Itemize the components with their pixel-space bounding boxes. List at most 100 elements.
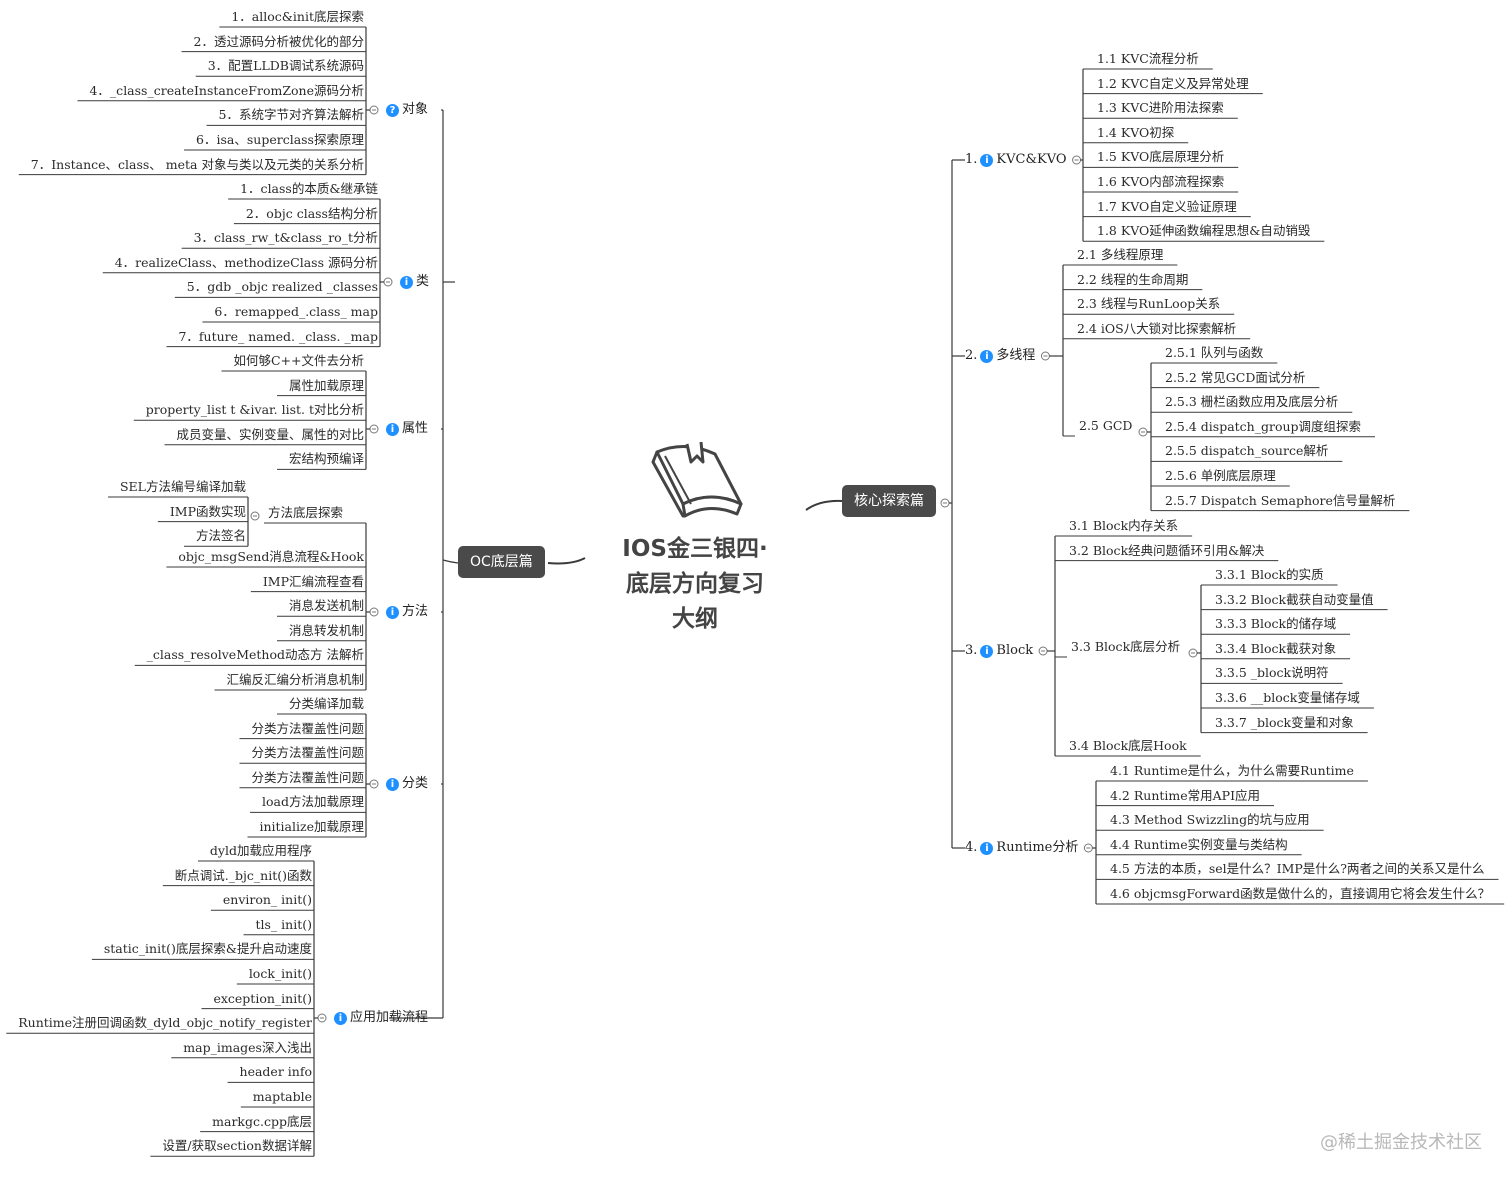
left-leaf-1-6[interactable]: 7．future_ named. _class. _map — [178, 328, 378, 344]
left-leaf-0-4[interactable]: 5．系统字节对齐算法解析 — [218, 107, 364, 123]
left-leaf-0-6[interactable]: 7．Instance、class、 meta 对象与类以及元类的关系分析 — [30, 156, 364, 172]
hub-label: 分类 — [402, 776, 429, 791]
right-sub-leaf-1-0[interactable]: 2.5.1 队列与函数 — [1165, 345, 1264, 360]
left-leaf-5-4[interactable]: static_init()底层探索&提升启动速度 — [103, 941, 312, 957]
right-sub-leaf-2-3[interactable]: 3.3.4 Block截获对象 — [1215, 640, 1337, 656]
left-leaf-1-5[interactable]: 6．remapped_.class_ map — [214, 304, 378, 319]
left-leaf-3-2[interactable]: 消息发送机制 — [288, 598, 364, 614]
left-leaf-2-1[interactable]: 属性加载原理 — [288, 377, 364, 393]
right-leaf-3-1[interactable]: 4.2 Runtime常用API应用 — [1110, 787, 1261, 803]
left-leaf-1-1[interactable]: 2．objc class结构分析 — [245, 205, 378, 221]
right-leaf-2-1[interactable]: 3.2 Block经典问题循环引用&解决 — [1069, 542, 1265, 558]
left-leaf-1-0[interactable]: 1．class的本质&继承链 — [240, 181, 378, 196]
left-leaf-0-0[interactable]: 1．alloc&init底层探索 — [231, 9, 364, 24]
left-leaf-2-3[interactable]: 成员变量、实例变量、属性的对比 — [176, 426, 364, 442]
left-leaf-5-3[interactable]: tls_ init() — [255, 916, 312, 932]
right-leaf-0-5[interactable]: 1.6 KVO内部流程探索 — [1097, 174, 1225, 189]
left-leaf-2-2[interactable]: property_list t &ivar. list. t对比分析 — [145, 402, 364, 418]
method-sub-item-1[interactable]: IMP函数实现 — [169, 503, 246, 519]
left-leaf-3-4[interactable]: _class_resolveMethod动态方 法解析 — [146, 647, 364, 663]
left-leaf-5-12[interactable]: 设置/获取section数据详解 — [162, 1138, 312, 1154]
right-leaf-0-3[interactable]: 1.4 KVO初探 — [1097, 124, 1175, 140]
right-sub-leaf-1-4[interactable]: 2.5.5 dispatch_source解析 — [1165, 443, 1329, 459]
right-leaf-3-3[interactable]: 4.4 Runtime实例变量与类结构 — [1110, 836, 1288, 852]
right-subhub-1[interactable]: 2.5 GCD — [1079, 418, 1133, 433]
left-leaf-5-7[interactable]: Runtime注册回调函数_dyld_objc_notify_register — [18, 1015, 312, 1031]
right-leaf-3-2[interactable]: 4.3 Method Swizzling的坑与应用 — [1110, 812, 1310, 828]
left-leaf-0-1[interactable]: 2．透过源码分析被优化的部分 — [193, 33, 364, 49]
method-subhub[interactable]: 方法底层探索 — [268, 505, 344, 520]
left-leaf-0-2[interactable]: 3．配置LLDB调试系统源码 — [207, 58, 364, 74]
right-leaf-1-1[interactable]: 2.2 线程的生命周期 — [1077, 271, 1189, 287]
right-leaf-1-2[interactable]: 2.3 线程与RunLoop关系 — [1077, 296, 1221, 312]
right-leaf-0-7[interactable]: 1.8 KVO延伸函数编程思想&自动销毁 — [1097, 223, 1311, 239]
left-leaf-5-2[interactable]: environ_ init() — [222, 892, 312, 908]
left-leaf-3-0[interactable]: objc_msgSend消息流程&Hook — [178, 549, 364, 564]
method-sub-item-2[interactable]: 方法签名 — [195, 528, 246, 544]
left-leaf-3-5[interactable]: 汇编反汇编分析消息机制 — [226, 672, 364, 687]
center-title-line-2: 底层方向复习 — [626, 571, 764, 597]
left-leaf-5-1[interactable]: 断点调试._bjc_nit()函数 — [174, 867, 312, 883]
right-leaf-0-2[interactable]: 1.3 KVC进阶用法探索 — [1097, 100, 1224, 116]
left-leaf-4-0[interactable]: 分类编译加载 — [288, 696, 364, 711]
left-leaf-4-3[interactable]: 分类方法覆盖性问题 — [251, 769, 364, 785]
left-leaf-5-8[interactable]: map_images深入浅出 — [183, 1039, 312, 1055]
method-sub-item-0[interactable]: SEL方法编号编译加载 — [119, 479, 246, 494]
left-leaf-4-2[interactable]: 分类方法覆盖性问题 — [251, 745, 364, 761]
right-leaf-after-2-0[interactable]: 3.4 Block底层Hook — [1069, 738, 1187, 753]
right-leaf-3-5[interactable]: 4.6 objcmsgForward函数是做什么的，直接调用它将会发生什么？ — [1110, 886, 1491, 901]
left-leaf-3-1[interactable]: IMP汇编流程查看 — [262, 573, 364, 589]
branch-oc-underlying[interactable]: OC底层篇 — [458, 546, 545, 578]
right-leaf-0-6[interactable]: 1.7 KVO自定义验证原理 — [1097, 198, 1237, 214]
right-leaf-2-0[interactable]: 3.1 Block内存关系 — [1069, 518, 1179, 533]
left-leaf-1-2[interactable]: 3．class_rw_t&class_ro_t分析 — [193, 230, 378, 246]
branch-core-exploration[interactable]: 核心探索篇 — [842, 485, 936, 517]
left-leaf-1-4[interactable]: 5．gdb _objc realized _classes — [186, 279, 378, 295]
right-leaf-3-4[interactable]: 4.5 方法的本质，sel是什么？IMP是什么?两者之间的关系又是什么 — [1110, 861, 1485, 877]
left-leaf-4-4[interactable]: load方法加载原理 — [262, 794, 364, 810]
right-sub-leaf-1-6[interactable]: 2.5.7 Dispatch Semaphore信号量解析 — [1165, 492, 1396, 508]
right-sub-leaf-1-1[interactable]: 2.5.2 常见GCD面试分析 — [1165, 369, 1306, 385]
right-leaf-0-0[interactable]: 1.1 KVC流程分析 — [1097, 51, 1199, 66]
right-leaf-0-1[interactable]: 1.2 KVC自定义及异常处理 — [1097, 75, 1249, 91]
left-leaf-4-1[interactable]: 分类方法覆盖性问题 — [251, 720, 364, 736]
right-leaf-3-0[interactable]: 4.1 Runtime是什么，为什么需要Runtime — [1110, 763, 1354, 778]
right-leaf-1-0[interactable]: 2.1 多线程原理 — [1077, 247, 1164, 262]
right-sub-leaf-2-1[interactable]: 3.3.2 Block截获自动变量值 — [1215, 591, 1374, 607]
right-sub-leaf-2-2[interactable]: 3.3.3 Block的储存域 — [1215, 616, 1337, 632]
right-sub-leaf-1-5[interactable]: 2.5.6 单例底层原理 — [1165, 468, 1276, 483]
right-sub-leaf-2-4[interactable]: 3.3.5 _block说明符 — [1215, 665, 1329, 681]
left-leaf-2-0[interactable]: 如何够C++文件去分析 — [233, 353, 364, 368]
right-sub-leaf-2-0[interactable]: 3.3.1 Block的实质 — [1215, 567, 1324, 582]
right-sub-leaf-2-5[interactable]: 3.3.6 __block变量储存域 — [1215, 690, 1360, 705]
right-sub-leaf-1-3[interactable]: 2.5.4 dispatch_group调度组探索 — [1165, 418, 1362, 434]
left-leaf-5-10[interactable]: maptable — [252, 1089, 312, 1104]
left-leaf-5-0[interactable]: dyld加载应用程序 — [209, 843, 312, 858]
left-leaf-5-11[interactable]: markgc.cpp底层 — [212, 1113, 312, 1129]
left-hub-0[interactable]: ?对象 — [386, 101, 428, 119]
right-leaf-0-4[interactable]: 1.5 KVO底层原理分析 — [1097, 149, 1225, 165]
left-leaf-1-3[interactable]: 4．realizeClass、methodizeClass 源码分析 — [114, 254, 378, 270]
right-sub-leaf-1-2[interactable]: 2.5.3 栅栏函数应用及底层分析 — [1165, 394, 1339, 410]
left-leaf-5-5[interactable]: lock_init() — [248, 966, 312, 981]
left-leaf-0-5[interactable]: 6．isa、superclass探索原理 — [196, 132, 364, 147]
right-sub-leaf-2-6[interactable]: 3.3.7 _block变量和对象 — [1215, 714, 1354, 730]
left-leaf-3-3[interactable]: 消息转发机制 — [288, 622, 364, 638]
right-subhub-2[interactable]: 3.3 Block底层分析 — [1071, 639, 1181, 654]
left-leaf-2-4[interactable]: 宏结构预编译 — [288, 451, 364, 467]
right-leaf-1-3[interactable]: 2.4 iOS八大锁对比探索解析 — [1077, 320, 1237, 336]
watermark: @稀土掘金技术社区 — [1320, 1132, 1482, 1153]
left-leaf-0-3[interactable]: 4．_class_createInstanceFromZone源码分析 — [89, 82, 364, 98]
left-leaf-4-5[interactable]: initialize加载原理 — [259, 819, 364, 834]
left-leaf-5-9[interactable]: header info — [239, 1064, 312, 1080]
left-leaf-5-6[interactable]: exception_init() — [213, 990, 312, 1006]
